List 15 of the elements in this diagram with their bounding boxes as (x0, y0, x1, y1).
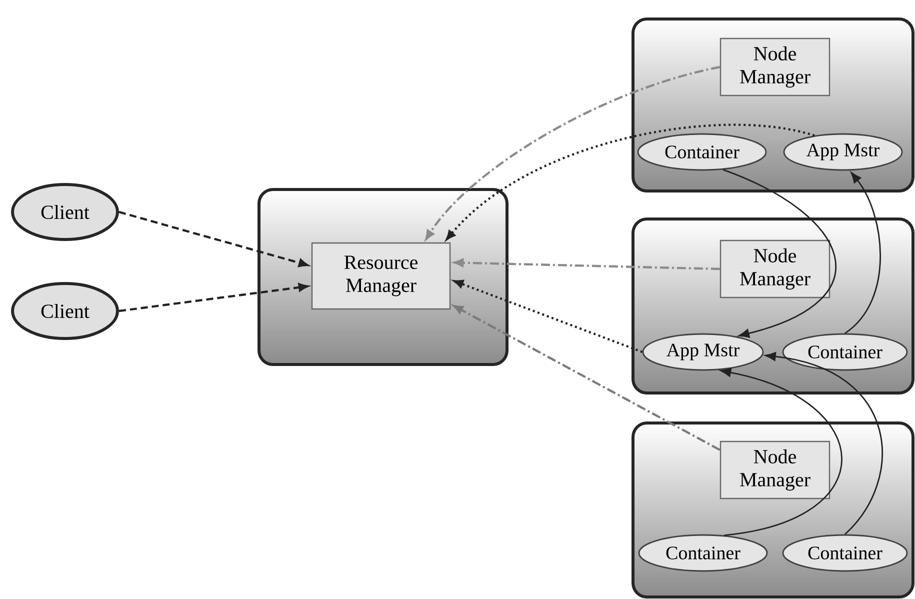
manager-box: Node Manager (720, 440, 830, 500)
arrow (446, 124, 815, 240)
arrow (844, 172, 881, 334)
arrow (118, 210, 308, 268)
arrow (425, 66, 720, 240)
arrow (722, 169, 836, 338)
arrow (454, 280, 643, 354)
manager-box: Node Manager (720, 240, 830, 298)
manager-box: Resource Manager (311, 242, 451, 310)
arrow (118, 283, 308, 312)
manager-box: Node Manager (720, 38, 830, 96)
arrow (453, 305, 720, 451)
arrow (764, 352, 883, 535)
arrow (720, 368, 842, 536)
arrow (454, 258, 720, 270)
